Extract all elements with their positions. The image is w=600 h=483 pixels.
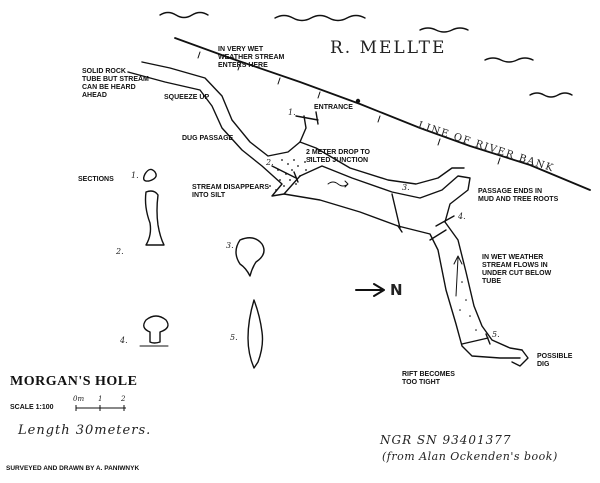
river-name: R. MELLTE [330, 38, 447, 58]
label-drop: 2 METER DROP TO SILTED JUNCTION [306, 149, 370, 164]
station-number-5: 5. [492, 330, 500, 339]
label-sections: SECTIONS [78, 176, 114, 183]
section-number-4: 4. [120, 336, 128, 345]
north-label: N [390, 281, 403, 299]
bank-ticks [197, 51, 501, 165]
label-dug-passage: DUG PASSAGE [182, 135, 234, 142]
station-4 [429, 215, 455, 241]
stream-arrow [327, 180, 349, 188]
river-wave [274, 14, 366, 22]
credit: SURVEYED AND DRAWN BY A. PANIWNYK [6, 465, 140, 472]
river-wave [419, 27, 469, 33]
label-wet-weather-flows: IN WET WEATHER STREAM FLOWS IN UNDER CUT… [482, 254, 552, 285]
station-number-1: 1. [288, 108, 296, 117]
north-arrow [355, 283, 385, 297]
label-passage-ends: PASSAGE ENDS IN MUD AND TREE ROOTS [478, 188, 559, 203]
passage-wall [444, 221, 523, 351]
river-bank-line [174, 37, 591, 191]
station-number-2: 2. [266, 158, 274, 167]
grid-reference: NGR SN 93401377 [380, 433, 512, 447]
section-5 [247, 299, 264, 369]
station-5 [461, 333, 491, 345]
river-wave [159, 11, 209, 19]
label-rift: RIFT BECOMES TOO TIGHT [402, 371, 455, 386]
scale-tick-0: 0m [73, 395, 85, 403]
section-4 [143, 315, 169, 344]
survey-title: MORGAN'S HOLE [10, 374, 138, 389]
station-2 [271, 165, 299, 183]
source-note: (from Alan Ockenden's book) [382, 450, 558, 463]
section-number-2: 2. [116, 247, 124, 256]
section-2 [144, 190, 165, 246]
river-wave [484, 57, 534, 63]
station-number-3: 3. [402, 183, 410, 192]
station-1 [295, 111, 319, 125]
label-solid-rock: SOLID ROCK TUBE BUT STREAM CAN BE HEARD … [82, 68, 149, 99]
section-number-1: 1. [131, 171, 139, 180]
label-wet-weather-enters: IN VERY WET WEATHER STREAM ENTERS HERE [218, 46, 285, 69]
stream-arrow [453, 255, 463, 297]
section-number-3: 3. [226, 241, 234, 250]
label-stream-disappears: STREAM DISAPPEARS INTO SILT [192, 184, 270, 199]
scale-bar [75, 405, 126, 411]
station-3 [391, 193, 403, 233]
survey-length: Length 30meters. [18, 423, 152, 438]
section-3 [235, 237, 265, 277]
scale-tick-2: 2 [121, 395, 126, 403]
section-1 [142, 168, 157, 182]
passage-wall [299, 141, 465, 185]
scale-tick-1: 1 [98, 395, 103, 403]
river-wave [529, 92, 573, 98]
section-number-5: 5. [230, 333, 238, 342]
station-number-4: 4. [458, 212, 466, 221]
scale-label: SCALE 1:100 [10, 404, 54, 411]
label-entrance: ENTRANCE [314, 104, 353, 111]
passage-wall [283, 193, 521, 359]
label-squeeze-up: SQUEEZE UP [164, 94, 210, 101]
label-possible-dig: POSSIBLE DIG [537, 353, 573, 368]
passage-wall [141, 61, 307, 157]
passage-wall [511, 349, 529, 367]
